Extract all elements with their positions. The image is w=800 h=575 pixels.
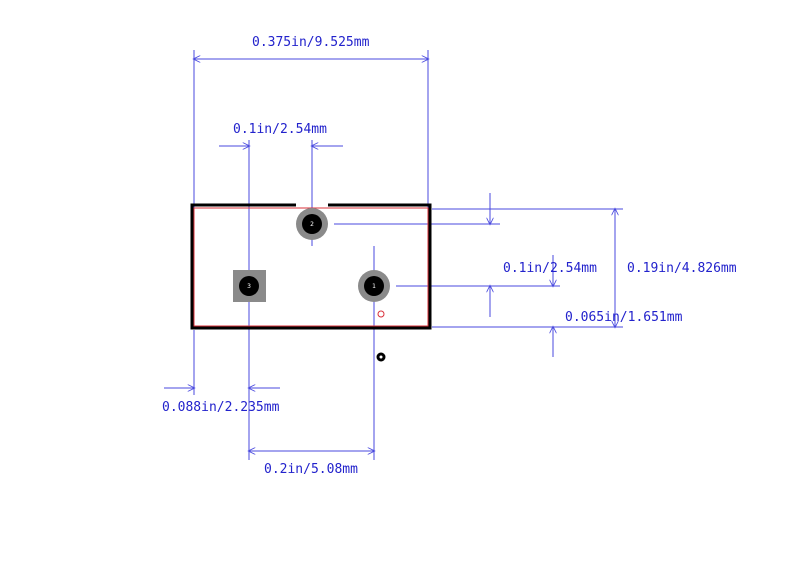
- pad-3: 3: [233, 270, 266, 302]
- pin-pitch-top-label: 0.1in/2.54mm: [233, 122, 327, 137]
- silkscreen-outline: [190, 203, 432, 330]
- overall-width-label: 0.375in/9.525mm: [252, 35, 370, 50]
- pad-1-number: 1: [372, 283, 376, 290]
- dimension-lines: [164, 50, 623, 460]
- pad-1: 1: [358, 270, 390, 302]
- courtyard-outline: [193, 207, 429, 327]
- origin-marker-icon: [376, 352, 386, 362]
- pad-3-number: 3: [247, 283, 251, 290]
- pin1-marker-icon: [377, 310, 385, 318]
- overall-height-label: 0.19in/4.826mm: [627, 261, 737, 276]
- left-offset-label: 0.088in/2.235mm: [162, 400, 280, 415]
- pin-pitch-vertical-label: 0.1in/2.54mm: [503, 261, 597, 276]
- pad-3-drill: [239, 276, 259, 296]
- pad-1-drill: [364, 276, 384, 296]
- pad-2-number: 2: [310, 221, 314, 228]
- pad-2: 2: [296, 208, 328, 240]
- pin-span-label: 0.2in/5.08mm: [264, 462, 358, 477]
- pad-2-drill: [302, 214, 322, 234]
- bottom-row-offset-label: 0.065in/1.651mm: [565, 310, 683, 325]
- component-body: [190, 203, 432, 330]
